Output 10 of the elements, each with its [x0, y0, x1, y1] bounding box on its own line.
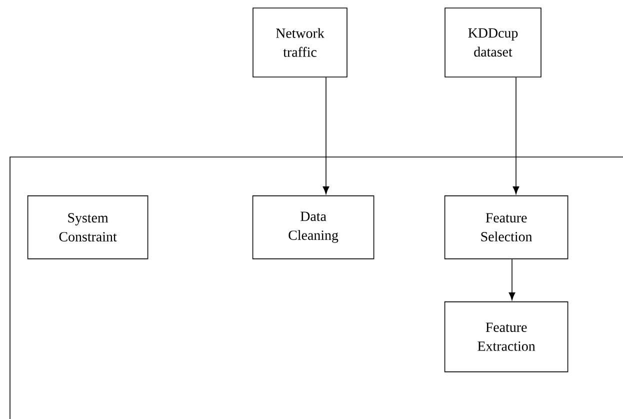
process-box: Feature Selection: [444, 195, 568, 260]
process-box: Network traffic: [252, 8, 348, 78]
arrow: [322, 77, 330, 194]
arrow: [512, 77, 520, 194]
frame: [10, 156, 623, 419]
process-box: Feature Extraction: [444, 301, 568, 372]
process-box: Data Cleaning: [252, 195, 374, 260]
arrow: [508, 258, 516, 300]
process-box: KDDcup dataset: [444, 8, 542, 78]
process-box: System Constraint: [27, 195, 148, 260]
